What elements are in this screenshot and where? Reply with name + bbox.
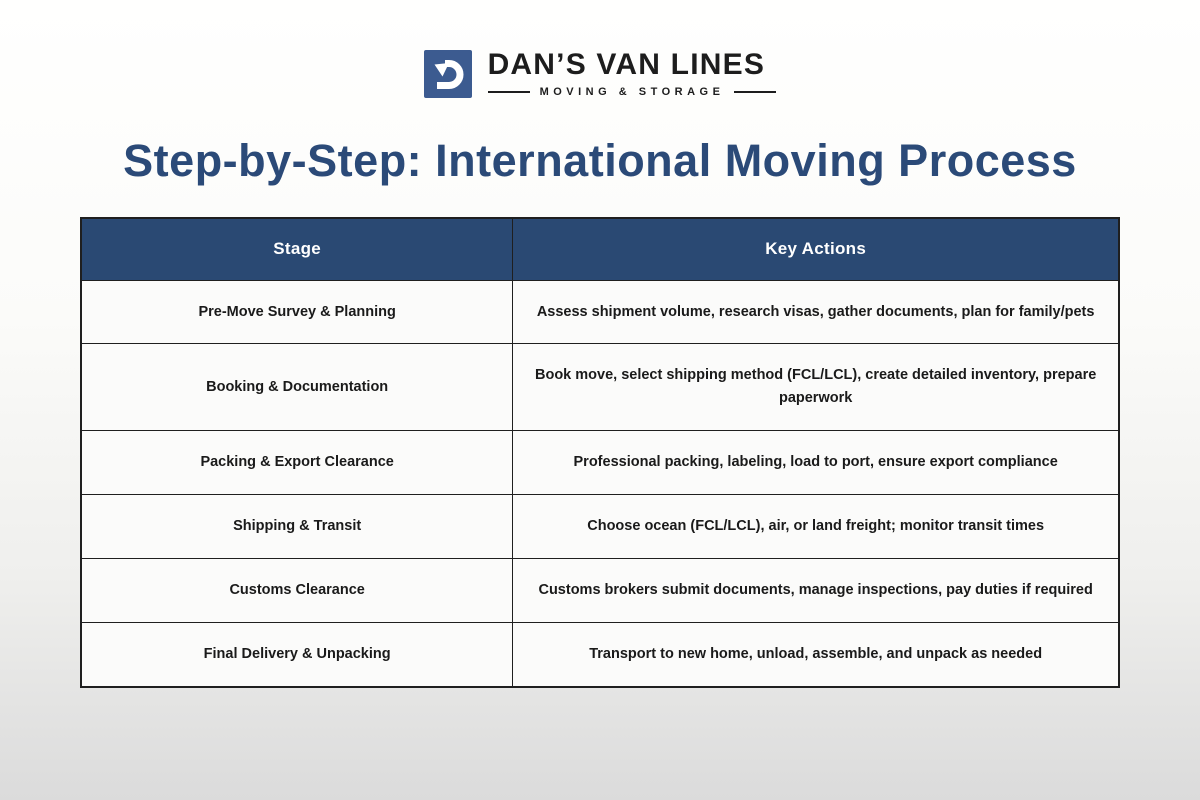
stage-cell: Final Delivery & Unpacking [80, 621, 514, 688]
actions-cell: Transport to new home, unload, assemble,… [512, 621, 1120, 688]
stage-cell: Pre-Move Survey & Planning [80, 279, 514, 345]
stage-cell: Customs Clearance [80, 558, 514, 623]
logo-tagline-row: MOVING & STORAGE [487, 86, 777, 98]
process-table-container: Stage Key Actions Pre-Move Survey & Plan… [80, 216, 1120, 688]
actions-cell: Assess shipment volume, research visas, … [512, 279, 1120, 345]
actions-cell: Professional packing, labeling, load to … [512, 430, 1120, 496]
actions-cell: Book move, select shipping method (FCL/L… [512, 343, 1120, 432]
d-arrow-icon [423, 50, 472, 98]
logo-tagline-text: MOVING & STORAGE [539, 86, 725, 98]
actions-cell: Customs brokers submit documents, manage… [512, 558, 1120, 623]
table-header-row: Stage Key Actions [80, 217, 1120, 281]
infographic-page: DAN’S VAN LINES MOVING & STORAGE Step-by… [0, 0, 1200, 688]
page-title: Step-by-Step: International Moving Proce… [123, 135, 1077, 186]
column-header-key-actions: Key Actions [512, 217, 1120, 281]
tagline-left-line [487, 91, 530, 93]
logo: DAN’S VAN LINES MOVING & STORAGE [0, 0, 1200, 98]
stage-cell: Packing & Export Clearance [80, 430, 514, 496]
tagline-right-line [734, 91, 777, 93]
logo-text: DAN’S VAN LINES MOVING & STORAGE [487, 48, 777, 98]
column-header-stage: Stage [80, 217, 514, 281]
process-table: Stage Key Actions Pre-Move Survey & Plan… [80, 216, 1120, 688]
stage-cell: Booking & Documentation [80, 343, 514, 432]
stage-cell: Shipping & Transit [80, 494, 514, 560]
actions-cell: Choose ocean (FCL/LCL), air, or land fre… [512, 494, 1120, 560]
logo-name: DAN’S VAN LINES [487, 48, 766, 81]
